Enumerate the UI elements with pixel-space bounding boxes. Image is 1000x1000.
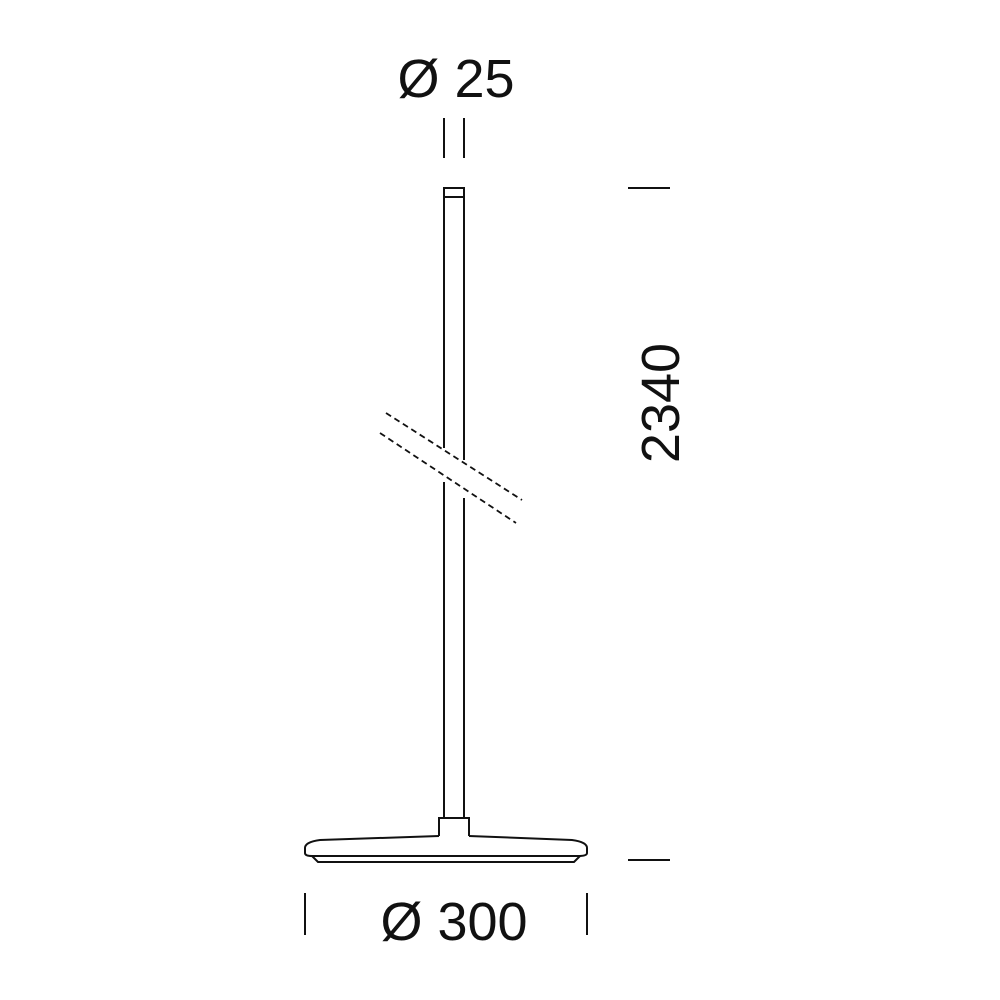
base-diameter-ticks (304, 893, 588, 935)
height-ticks (628, 187, 670, 861)
top-diameter-ticks (443, 118, 465, 158)
pole-upper (443, 187, 465, 460)
height-label: 2340 (631, 343, 691, 463)
base-diameter-label: Ø 300 (380, 892, 527, 952)
top-diameter-label: Ø 25 (397, 49, 514, 109)
base (304, 817, 588, 863)
break-lines (379, 412, 523, 524)
pole-lower (443, 482, 465, 818)
